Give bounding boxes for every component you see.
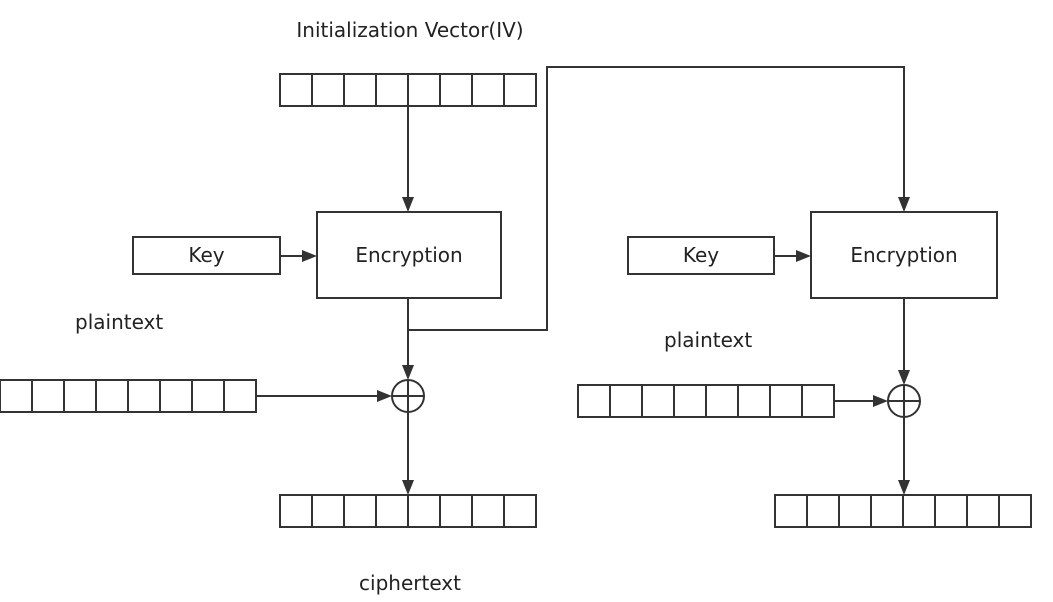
register-cell — [806, 494, 840, 528]
register-cell — [191, 379, 225, 413]
arrow-head-icon — [796, 250, 811, 262]
register-cell — [343, 73, 377, 107]
key-label-2: Key — [683, 243, 719, 267]
encryption-box-2: Encryption — [810, 211, 998, 299]
arrow-head-icon — [402, 197, 414, 212]
xor-icon-2 — [887, 384, 921, 418]
register-cell — [769, 384, 803, 418]
register-cell — [311, 73, 345, 107]
register-cell — [998, 494, 1032, 528]
register-cell — [934, 494, 968, 528]
arrow-head-icon — [402, 480, 414, 495]
iv-register — [279, 73, 537, 107]
register-cell — [279, 494, 313, 528]
register-cell — [705, 384, 739, 418]
encryption-box-1: Encryption — [316, 211, 502, 299]
register-cell — [375, 494, 409, 528]
arrow-head-icon — [898, 197, 910, 212]
register-cell — [737, 384, 771, 418]
arrow-head-icon — [898, 480, 910, 495]
register-cell — [279, 73, 313, 107]
register-cell — [159, 379, 193, 413]
register-cell — [966, 494, 1000, 528]
register-cell — [439, 494, 473, 528]
key-label-1: Key — [188, 243, 224, 267]
register-cell — [577, 384, 611, 418]
ciphertext-register-1 — [279, 494, 537, 528]
encryption-label-1: Encryption — [355, 243, 462, 267]
register-cell — [503, 494, 537, 528]
register-cell — [641, 384, 675, 418]
register-cell — [870, 494, 904, 528]
register-cell — [503, 73, 537, 107]
register-cell — [774, 494, 808, 528]
ciphertext-label: ciphertext — [359, 571, 461, 595]
ciphertext-register-2 — [774, 494, 1032, 528]
register-cell — [311, 494, 345, 528]
arrow-head-icon — [898, 370, 910, 385]
register-cell — [407, 73, 441, 107]
plaintext-register-2 — [577, 384, 835, 418]
arrow-head-icon — [377, 390, 392, 402]
register-cell — [471, 73, 505, 107]
register-cell — [375, 73, 409, 107]
register-cell — [223, 379, 257, 413]
iv-label: Initialization Vector(IV) — [296, 18, 523, 42]
register-cell — [673, 384, 707, 418]
arrow-head-icon — [873, 395, 888, 407]
arrow-head-icon — [302, 250, 317, 262]
register-cell — [902, 494, 936, 528]
feedback-line — [408, 66, 905, 331]
key-box-1: Key — [132, 236, 281, 275]
register-cell — [0, 379, 33, 413]
xor-icon-1 — [391, 379, 425, 413]
key-box-2: Key — [627, 236, 775, 275]
register-cell — [407, 494, 441, 528]
register-cell — [63, 379, 97, 413]
plaintext-label-2: plaintext — [664, 328, 752, 352]
register-cell — [838, 494, 872, 528]
encryption-label-2: Encryption — [850, 243, 957, 267]
register-cell — [801, 384, 835, 418]
arrow-head-icon — [402, 365, 414, 380]
register-cell — [343, 494, 377, 528]
plaintext-register-1 — [0, 379, 257, 413]
register-cell — [471, 494, 505, 528]
register-cell — [439, 73, 473, 107]
register-cell — [31, 379, 65, 413]
register-cell — [609, 384, 643, 418]
register-cell — [127, 379, 161, 413]
plaintext-label-1: plaintext — [75, 310, 163, 334]
register-cell — [95, 379, 129, 413]
